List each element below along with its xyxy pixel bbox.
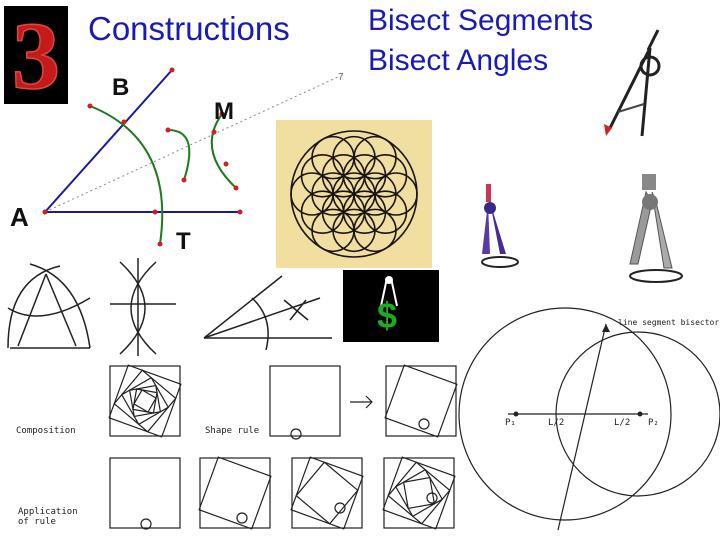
composition-caption: Composition xyxy=(16,426,76,436)
compass-silver-icon xyxy=(624,172,694,282)
segment-bisector-diagram xyxy=(480,310,720,540)
svg-text:$: $ xyxy=(377,295,397,336)
svg-text:7: 7 xyxy=(338,72,344,83)
angle-bisect-sketch xyxy=(200,258,340,358)
label-A: A xyxy=(10,202,29,233)
flower-of-life-image xyxy=(276,120,432,268)
application-caption: Application of rule xyxy=(18,507,98,527)
point-p2-label: P₂ xyxy=(648,418,659,428)
point-p1-label: P₁ xyxy=(505,418,516,428)
half-length-left-label: L/2 xyxy=(548,418,564,428)
label-T: T xyxy=(176,228,191,256)
dollar-compass-image: $ xyxy=(343,270,439,342)
label-M: M xyxy=(214,98,234,126)
half-length-right-label: L/2 xyxy=(614,418,630,428)
compass-purple-icon xyxy=(470,182,530,272)
bisector-caption: line segment bisector xyxy=(618,318,719,327)
construction-sketches xyxy=(0,258,200,358)
label-B: B xyxy=(112,74,129,102)
shape-rule-caption: Shape rule xyxy=(205,426,259,436)
compass-red-icon xyxy=(590,28,700,158)
